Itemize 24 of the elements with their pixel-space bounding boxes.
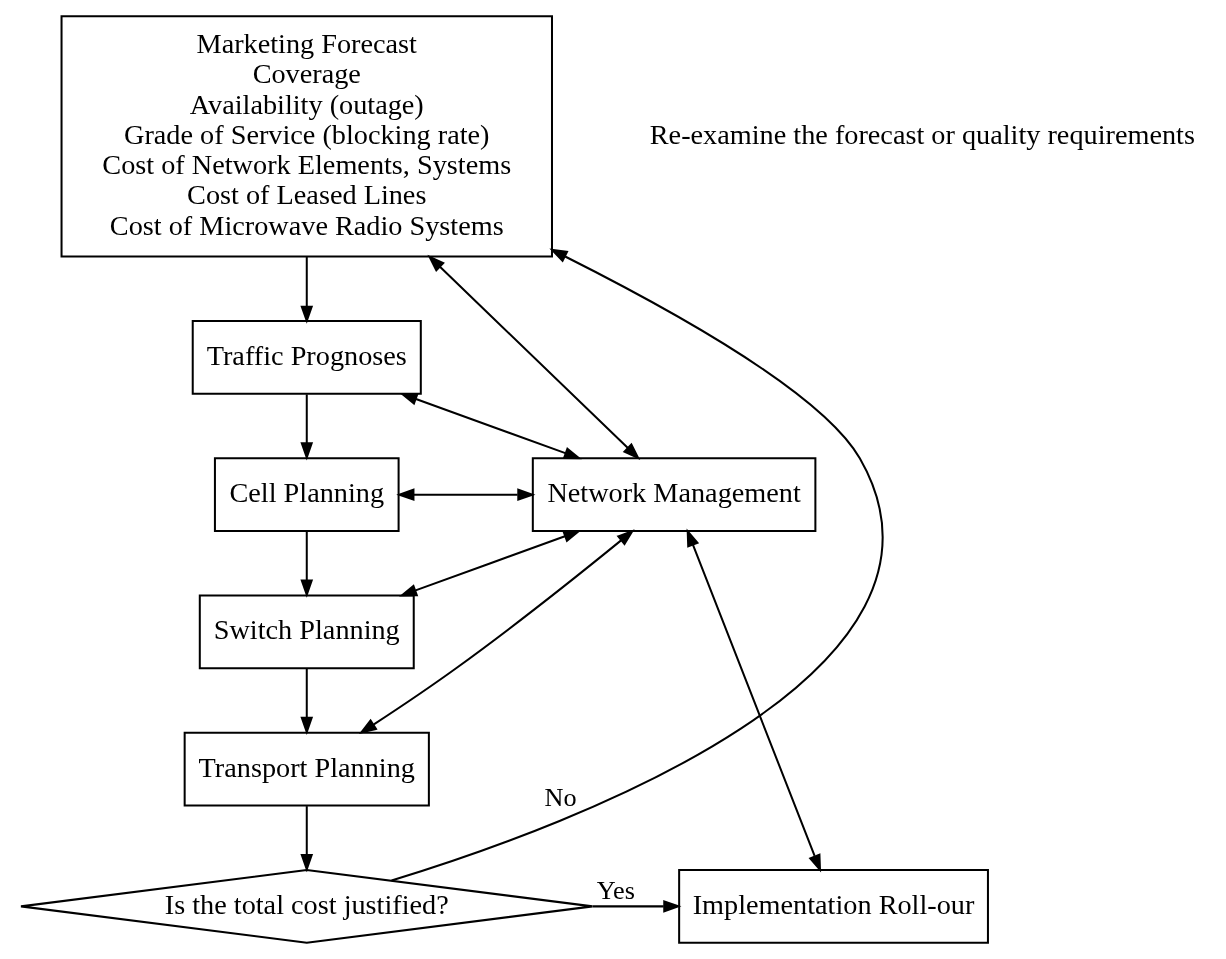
arrow bbox=[299, 394, 313, 461]
arrow bbox=[426, 254, 640, 460]
node-diamond: Is the total cost justified? bbox=[19, 869, 594, 944]
node-box: Switch Planning bbox=[198, 594, 415, 670]
edge-label: No bbox=[544, 783, 577, 813]
node-box: Marketing Forecast Coverage Availability (outage) Grade of Service (blocking rate) Cost of Network Elements, Systems Cost of Leased Lines Cost of Microwave Radio Systems bbox=[60, 15, 553, 258]
node-box: Cell Planning bbox=[213, 457, 400, 532]
arrow bbox=[390, 248, 882, 882]
arrow bbox=[299, 257, 313, 324]
edge-label: Yes bbox=[596, 876, 635, 906]
arrow bbox=[299, 668, 313, 735]
arrow bbox=[299, 806, 313, 873]
node-box: Transport Planning bbox=[183, 731, 430, 807]
node-box: Network Management bbox=[531, 457, 816, 532]
node-box: Implementation Roll-our bbox=[677, 869, 989, 944]
arrow bbox=[592, 900, 681, 913]
arrow bbox=[395, 488, 535, 501]
arrow bbox=[299, 531, 313, 598]
arrow bbox=[686, 528, 821, 873]
arrow bbox=[398, 530, 581, 597]
label: Re-examine the forecast or quality requirements bbox=[649, 118, 1195, 150]
node-box: Traffic Prognoses bbox=[191, 320, 422, 395]
arrow bbox=[398, 393, 582, 460]
arrow bbox=[358, 529, 635, 735]
